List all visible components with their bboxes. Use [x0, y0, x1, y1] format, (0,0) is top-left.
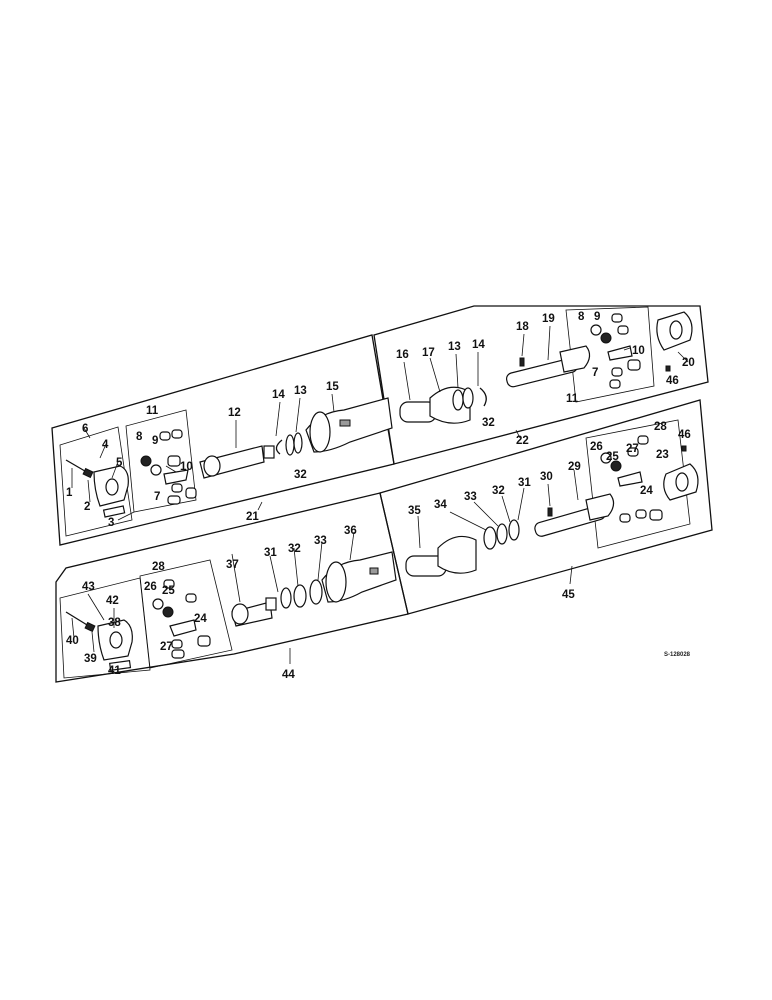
slip-yoke-part — [199, 445, 275, 479]
callout-31-right: 31 — [518, 477, 531, 489]
end-yoke-part — [656, 311, 693, 372]
callout-13-left: 13 — [294, 385, 307, 397]
upper-assembly-outline — [51, 305, 709, 546]
callout-8-left: 8 — [136, 431, 143, 443]
lower-assembly-parts — [65, 435, 699, 672]
callout-32-lower-right: 32 — [492, 485, 505, 497]
callout-44: 44 — [282, 669, 295, 681]
callout-14-right: 14 — [472, 339, 485, 351]
callout-15: 15 — [326, 381, 339, 393]
callout-18: 18 — [516, 321, 529, 333]
callout-42: 42 — [106, 595, 119, 607]
callout-28-left: 28 — [152, 561, 165, 573]
callout-40: 40 — [66, 635, 79, 647]
callout-6: 6 — [82, 423, 88, 435]
callout-26-left: 26 — [144, 581, 157, 593]
callout-7-right: 7 — [592, 367, 598, 379]
callout-28-right: 28 — [654, 421, 667, 433]
inner-shaft-part — [505, 345, 591, 388]
callout-8-right: 8 — [578, 311, 585, 323]
callout-27-right: 27 — [626, 443, 639, 455]
leader-lines — [71, 325, 689, 664]
callout-23: 23 — [656, 449, 669, 461]
callout-32-lower-left: 32 — [288, 543, 301, 555]
callout-25-right: 25 — [606, 451, 619, 463]
callout-33-left: 33 — [314, 535, 327, 547]
callout-35: 35 — [408, 505, 421, 517]
callout-31-left: 31 — [264, 547, 277, 559]
callout-27-left: 27 — [160, 641, 173, 653]
callout-32-upper-right: 32 — [482, 417, 495, 429]
grease-fitting-part — [65, 459, 94, 479]
callout-11-left: 11 — [146, 405, 159, 417]
callout-21: 21 — [246, 511, 259, 523]
callout-33-right: 33 — [464, 491, 477, 503]
callout-29: 29 — [568, 461, 581, 473]
callout-4: 4 — [102, 439, 109, 451]
callout-9-right: 9 — [594, 311, 600, 323]
callout-34: 34 — [434, 499, 447, 511]
callout-26-right: 26 — [590, 441, 603, 453]
callout-10-left: 10 — [180, 461, 193, 473]
callout-3: 3 — [108, 517, 114, 529]
callout-38: 38 — [108, 617, 121, 629]
callout-17: 17 — [422, 347, 435, 359]
callout-37: 37 — [226, 559, 239, 571]
callout-46-upper: 46 — [666, 375, 679, 387]
callout-25-left: 25 — [162, 585, 175, 597]
callout-22: 22 — [516, 435, 529, 447]
callout-10-right: 10 — [632, 345, 645, 357]
callout-41: 41 — [108, 665, 121, 677]
callout-20: 20 — [682, 357, 695, 369]
callout-32-upper-left: 32 — [294, 469, 307, 481]
callout-1: 1 — [66, 487, 73, 499]
callout-2: 2 — [84, 501, 90, 513]
callout-5: 5 — [116, 457, 123, 469]
shield-cone-part — [305, 397, 393, 453]
callout-13-right: 13 — [448, 341, 461, 353]
callout-14-left: 14 — [272, 389, 285, 401]
yoke-part — [93, 465, 129, 518]
drawing-code: S-128028 — [664, 652, 691, 658]
callout-9-left: 9 — [152, 435, 158, 447]
callout-12: 12 — [228, 407, 241, 419]
upper-assembly-parts — [65, 311, 693, 518]
callout-24-left: 24 — [194, 613, 207, 625]
tube-cone-part — [399, 386, 471, 424]
callout-labels: 6 4 5 1 2 3 11 8 9 10 7 12 14 13 15 32 2… — [66, 311, 695, 681]
callout-39: 39 — [84, 653, 97, 665]
callout-30: 30 — [540, 471, 553, 483]
callout-43: 43 — [82, 581, 95, 593]
cross-kit-left — [140, 429, 197, 505]
callout-24-right: 24 — [640, 485, 653, 497]
callout-11-right: 11 — [566, 393, 579, 405]
callout-16: 16 — [396, 349, 409, 361]
callout-36: 36 — [344, 525, 357, 537]
callout-45: 45 — [562, 589, 575, 601]
callout-46-lower: 46 — [678, 429, 691, 441]
callout-7-left: 7 — [154, 491, 160, 503]
callout-19: 19 — [542, 313, 555, 325]
